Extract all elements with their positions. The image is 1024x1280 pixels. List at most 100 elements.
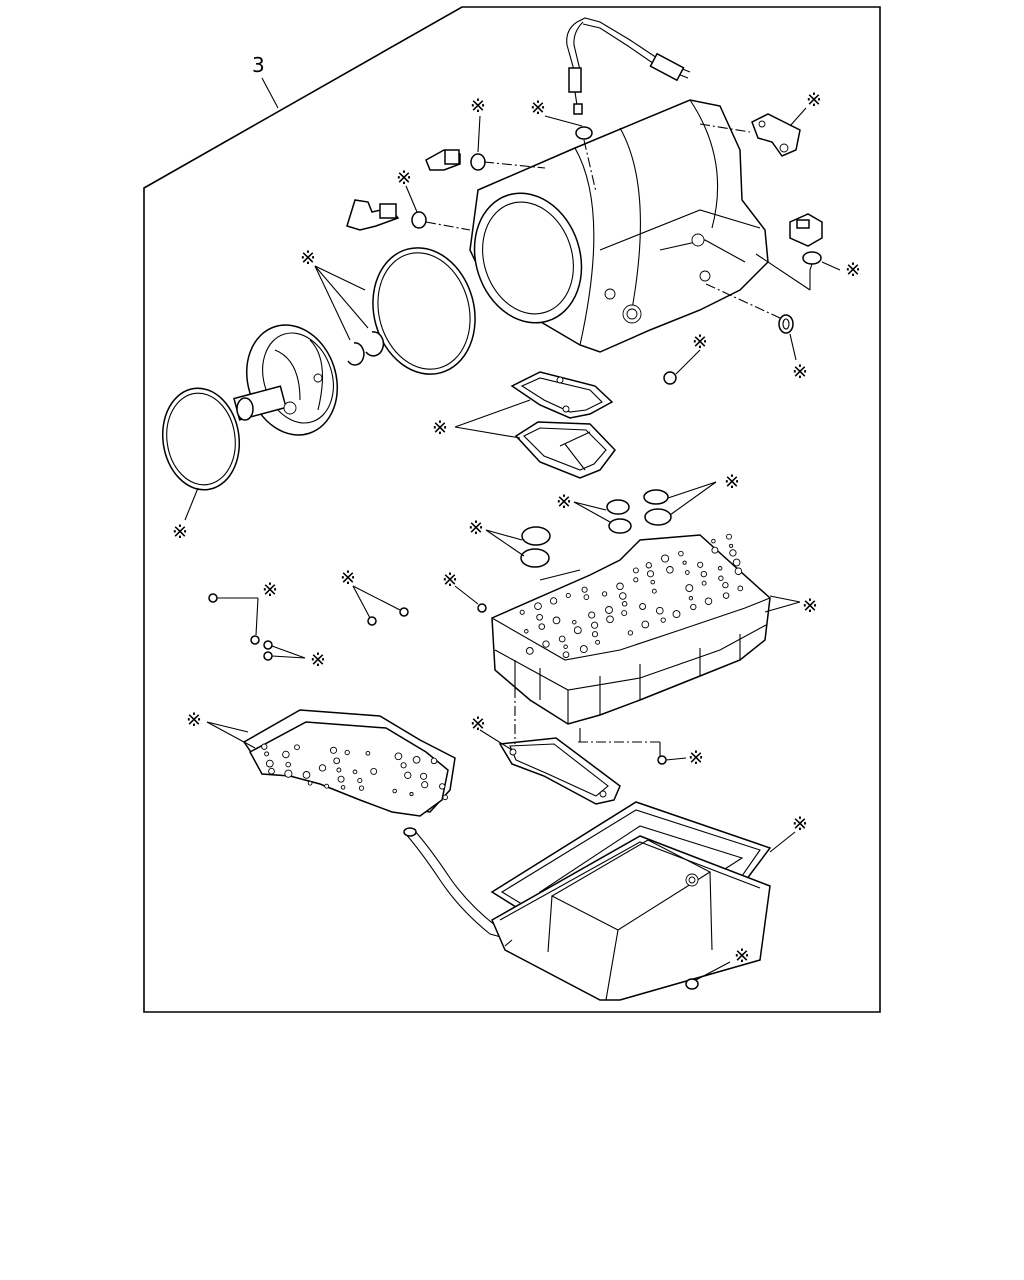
plate-hole xyxy=(358,785,365,791)
assembly-leader xyxy=(261,77,279,109)
plate-hole xyxy=(400,762,407,769)
plate-hole xyxy=(282,750,290,759)
cover-gasket xyxy=(498,737,621,805)
valve-body-gasket-upper xyxy=(510,371,614,419)
plate-hole xyxy=(307,780,313,786)
plate-hole xyxy=(302,771,311,779)
plate-hole xyxy=(619,592,627,600)
plate-hole xyxy=(294,744,300,751)
plate-hole xyxy=(525,647,534,655)
plate-hole xyxy=(722,581,729,589)
plate-hole xyxy=(268,767,275,775)
o-ring-right-1 xyxy=(802,251,822,265)
plate-hole xyxy=(591,621,599,629)
plate-hole xyxy=(641,620,650,629)
plate-hole xyxy=(621,601,628,607)
plate-hole xyxy=(337,775,345,783)
plate-hole xyxy=(357,777,363,784)
marker-ball-2: ※ xyxy=(340,567,356,589)
plate-hole xyxy=(404,771,412,779)
snap-ring-1 xyxy=(365,331,385,357)
plate-hole xyxy=(412,755,421,764)
plate-hole xyxy=(661,554,670,563)
plate-hole xyxy=(688,596,694,601)
plate-hole xyxy=(666,566,674,574)
plate-hole xyxy=(558,635,566,643)
kit-border xyxy=(143,6,881,1013)
plate-hole xyxy=(562,651,570,659)
cooler-fitting-lower xyxy=(346,199,400,231)
plate-hole xyxy=(729,549,737,557)
plate-hole xyxy=(684,570,690,575)
marker-seals-group: ※ xyxy=(300,247,316,269)
plate-hole xyxy=(697,561,704,568)
plate-hole xyxy=(534,602,542,611)
pump-seal-ring xyxy=(161,387,241,491)
plate-hole xyxy=(261,743,268,750)
plate-hole xyxy=(563,644,568,649)
o-ring-right-2 xyxy=(778,314,794,334)
front-seal-ring xyxy=(372,247,476,375)
plate-hole xyxy=(579,645,588,654)
plate-hole xyxy=(285,761,291,768)
o-ring-accumulator-2 xyxy=(608,518,632,534)
plate-hole xyxy=(340,785,346,790)
plate-hole xyxy=(627,630,634,636)
plate-hole xyxy=(672,610,681,619)
plate-hole xyxy=(650,579,655,585)
plate-hole xyxy=(336,767,342,773)
plate-hole xyxy=(734,567,743,575)
plate-hole xyxy=(701,580,707,586)
sensor-connector xyxy=(789,213,823,247)
plate-hole xyxy=(333,757,341,765)
plate-hole xyxy=(552,616,561,625)
plate-hole xyxy=(365,750,371,756)
plate-hole xyxy=(722,592,730,599)
plate-hole xyxy=(370,767,378,775)
filter-tube xyxy=(403,827,515,941)
plate-hole xyxy=(442,794,448,801)
marker-gaskets: ※ xyxy=(432,417,448,439)
plate-hole xyxy=(324,783,330,789)
marker-pump-ring: ※ xyxy=(172,521,188,543)
plug-seal xyxy=(663,371,677,385)
plate-hole xyxy=(605,606,613,614)
plate-hole xyxy=(711,546,719,554)
front-seal-ring-inner xyxy=(377,252,471,370)
marker-pan-gasket: ※ xyxy=(792,813,808,835)
plate-hole xyxy=(737,585,744,592)
transmission-case xyxy=(469,99,769,353)
marker-ball-4: ※ xyxy=(310,649,326,671)
leader-lines xyxy=(184,107,841,981)
speed-sensor-cable xyxy=(566,17,691,115)
marker-accum-2: ※ xyxy=(724,471,740,493)
o-ring-right-2-inner xyxy=(782,318,790,330)
o-ring-fitting-upper xyxy=(470,153,486,171)
plate-hole xyxy=(682,560,687,565)
plate-hole xyxy=(621,610,628,617)
plate-hole xyxy=(264,751,270,757)
marker-ball-5: ※ xyxy=(688,747,704,769)
bracket-part xyxy=(751,113,801,157)
plate-hole xyxy=(524,629,529,634)
o-ring-fitting-lower xyxy=(411,211,427,229)
plate-hole xyxy=(352,769,358,775)
plate-hole xyxy=(318,764,327,772)
plate-hole xyxy=(690,603,697,611)
plate-hole xyxy=(595,639,601,645)
plate-hole xyxy=(651,588,657,594)
plate-hole xyxy=(678,550,684,557)
marker-accum-1: ※ xyxy=(556,491,572,513)
plate-hole xyxy=(711,538,716,544)
o-ring-accumulator-5 xyxy=(521,526,551,546)
plate-hole xyxy=(729,543,734,548)
plate-hole xyxy=(421,781,429,789)
plate-hole xyxy=(430,757,438,765)
o-ring-accumulator-3 xyxy=(643,489,669,505)
plate-hole xyxy=(660,617,666,623)
plate-hole xyxy=(632,567,639,574)
plate-hole xyxy=(655,606,664,615)
plate-hole xyxy=(542,640,550,648)
plate-hole xyxy=(700,570,707,578)
valve-body xyxy=(491,533,771,725)
